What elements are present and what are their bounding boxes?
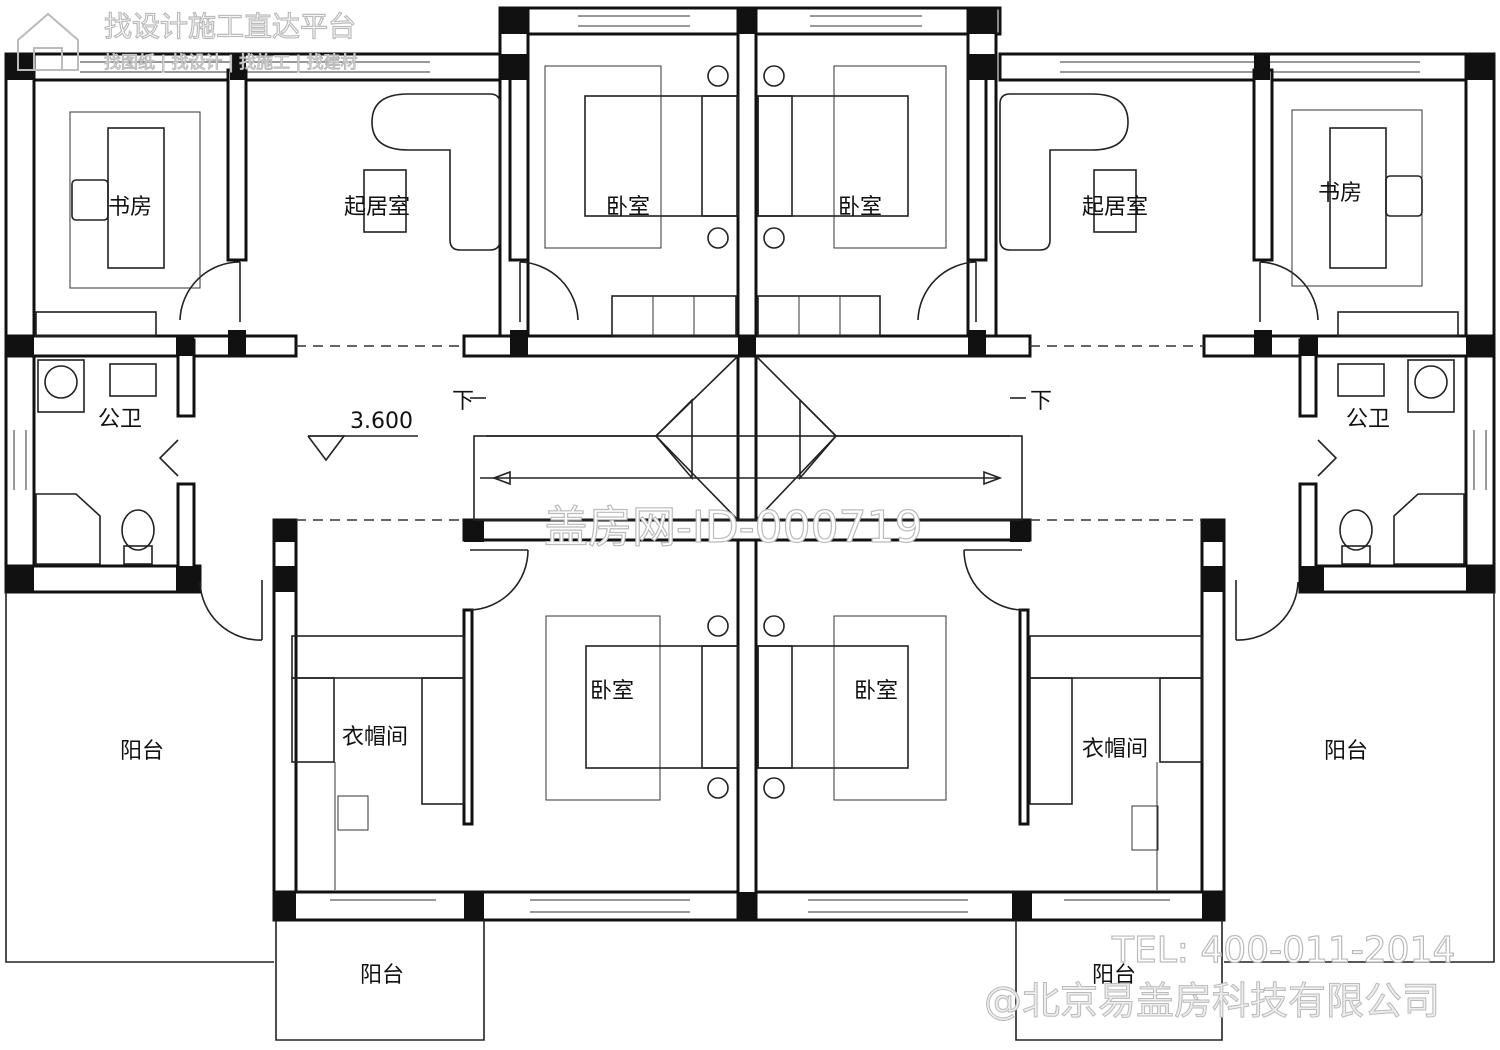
room-bedroom-upper-left: 卧室 — [606, 195, 650, 220]
bathroom-fixtures-left — [35, 359, 157, 565]
room-bedroom-lower-left: 卧室 — [590, 679, 634, 704]
center-id-watermark: 盖房网-ID-000719 — [544, 502, 923, 553]
logo-house-icon — [17, 12, 79, 71]
wardrobe-top — [611, 295, 881, 337]
room-living-left: 起居室 — [344, 195, 410, 220]
bathroom-fixtures-right — [1337, 359, 1465, 565]
doors — [158, 261, 1338, 641]
room-balcony-left: 阳台 — [120, 739, 164, 764]
room-closet-left: 衣帽间 — [342, 725, 408, 750]
windows — [13, 15, 1487, 913]
study-desk-right — [1291, 109, 1459, 337]
brand-subtitle: 找图纸 | 找设计 | 找施工 | 找建材 — [104, 53, 358, 73]
study-desk-left — [35, 111, 201, 337]
room-bedroom-upper-right: 卧室 — [838, 195, 882, 220]
bed-upper-right — [757, 65, 947, 249]
beam-lines — [296, 345, 1204, 521]
room-living-right: 起居室 — [1082, 195, 1148, 220]
watermark: 找设计施工直达平台 找图纸 | 找设计 | 找施工 | 找建材 盖房网-ID-0… — [17, 9, 1456, 1024]
stair-down-left: 下 — [452, 389, 474, 414]
sofa-right — [999, 93, 1137, 251]
balconies — [5, 592, 1495, 1041]
closet-right — [1029, 635, 1203, 890]
room-study-left: 书房 — [108, 195, 152, 220]
room-bathroom-right: 公卫 — [1346, 407, 1390, 432]
room-study-right: 书房 — [1318, 181, 1362, 206]
closet-left — [291, 635, 465, 890]
bed-lower-left — [545, 615, 739, 801]
room-labels: 书房 起居室 卧室 卧室 起居室 书房 公卫 公卫 卧室 卧室 衣帽间 衣帽间 … — [98, 181, 1390, 988]
sofa-left — [363, 93, 501, 251]
room-balcony-bottom-right: 阳台 — [1092, 963, 1136, 988]
room-closet-right: 衣帽间 — [1082, 737, 1148, 762]
brand-title: 找设计施工直达平台 — [104, 10, 356, 43]
level-value: 3.600 — [350, 409, 413, 434]
bed-lower-right — [757, 615, 947, 801]
room-balcony-bottom-left: 阳台 — [360, 963, 404, 988]
room-bathroom-left: 公卫 — [98, 407, 142, 432]
columns — [6, 8, 1494, 920]
level-marker: 3.600 — [307, 409, 418, 462]
stair-down-right: 下 — [1030, 389, 1052, 414]
company-watermark: @北京易盖房科技有限公司 — [984, 979, 1440, 1023]
room-balcony-right: 阳台 — [1324, 739, 1368, 764]
staircase — [473, 355, 1023, 521]
tel-watermark: TEL: 400-011-2014 — [1111, 930, 1455, 971]
room-bedroom-lower-right: 卧室 — [854, 679, 898, 704]
bed-upper-left — [544, 65, 739, 249]
